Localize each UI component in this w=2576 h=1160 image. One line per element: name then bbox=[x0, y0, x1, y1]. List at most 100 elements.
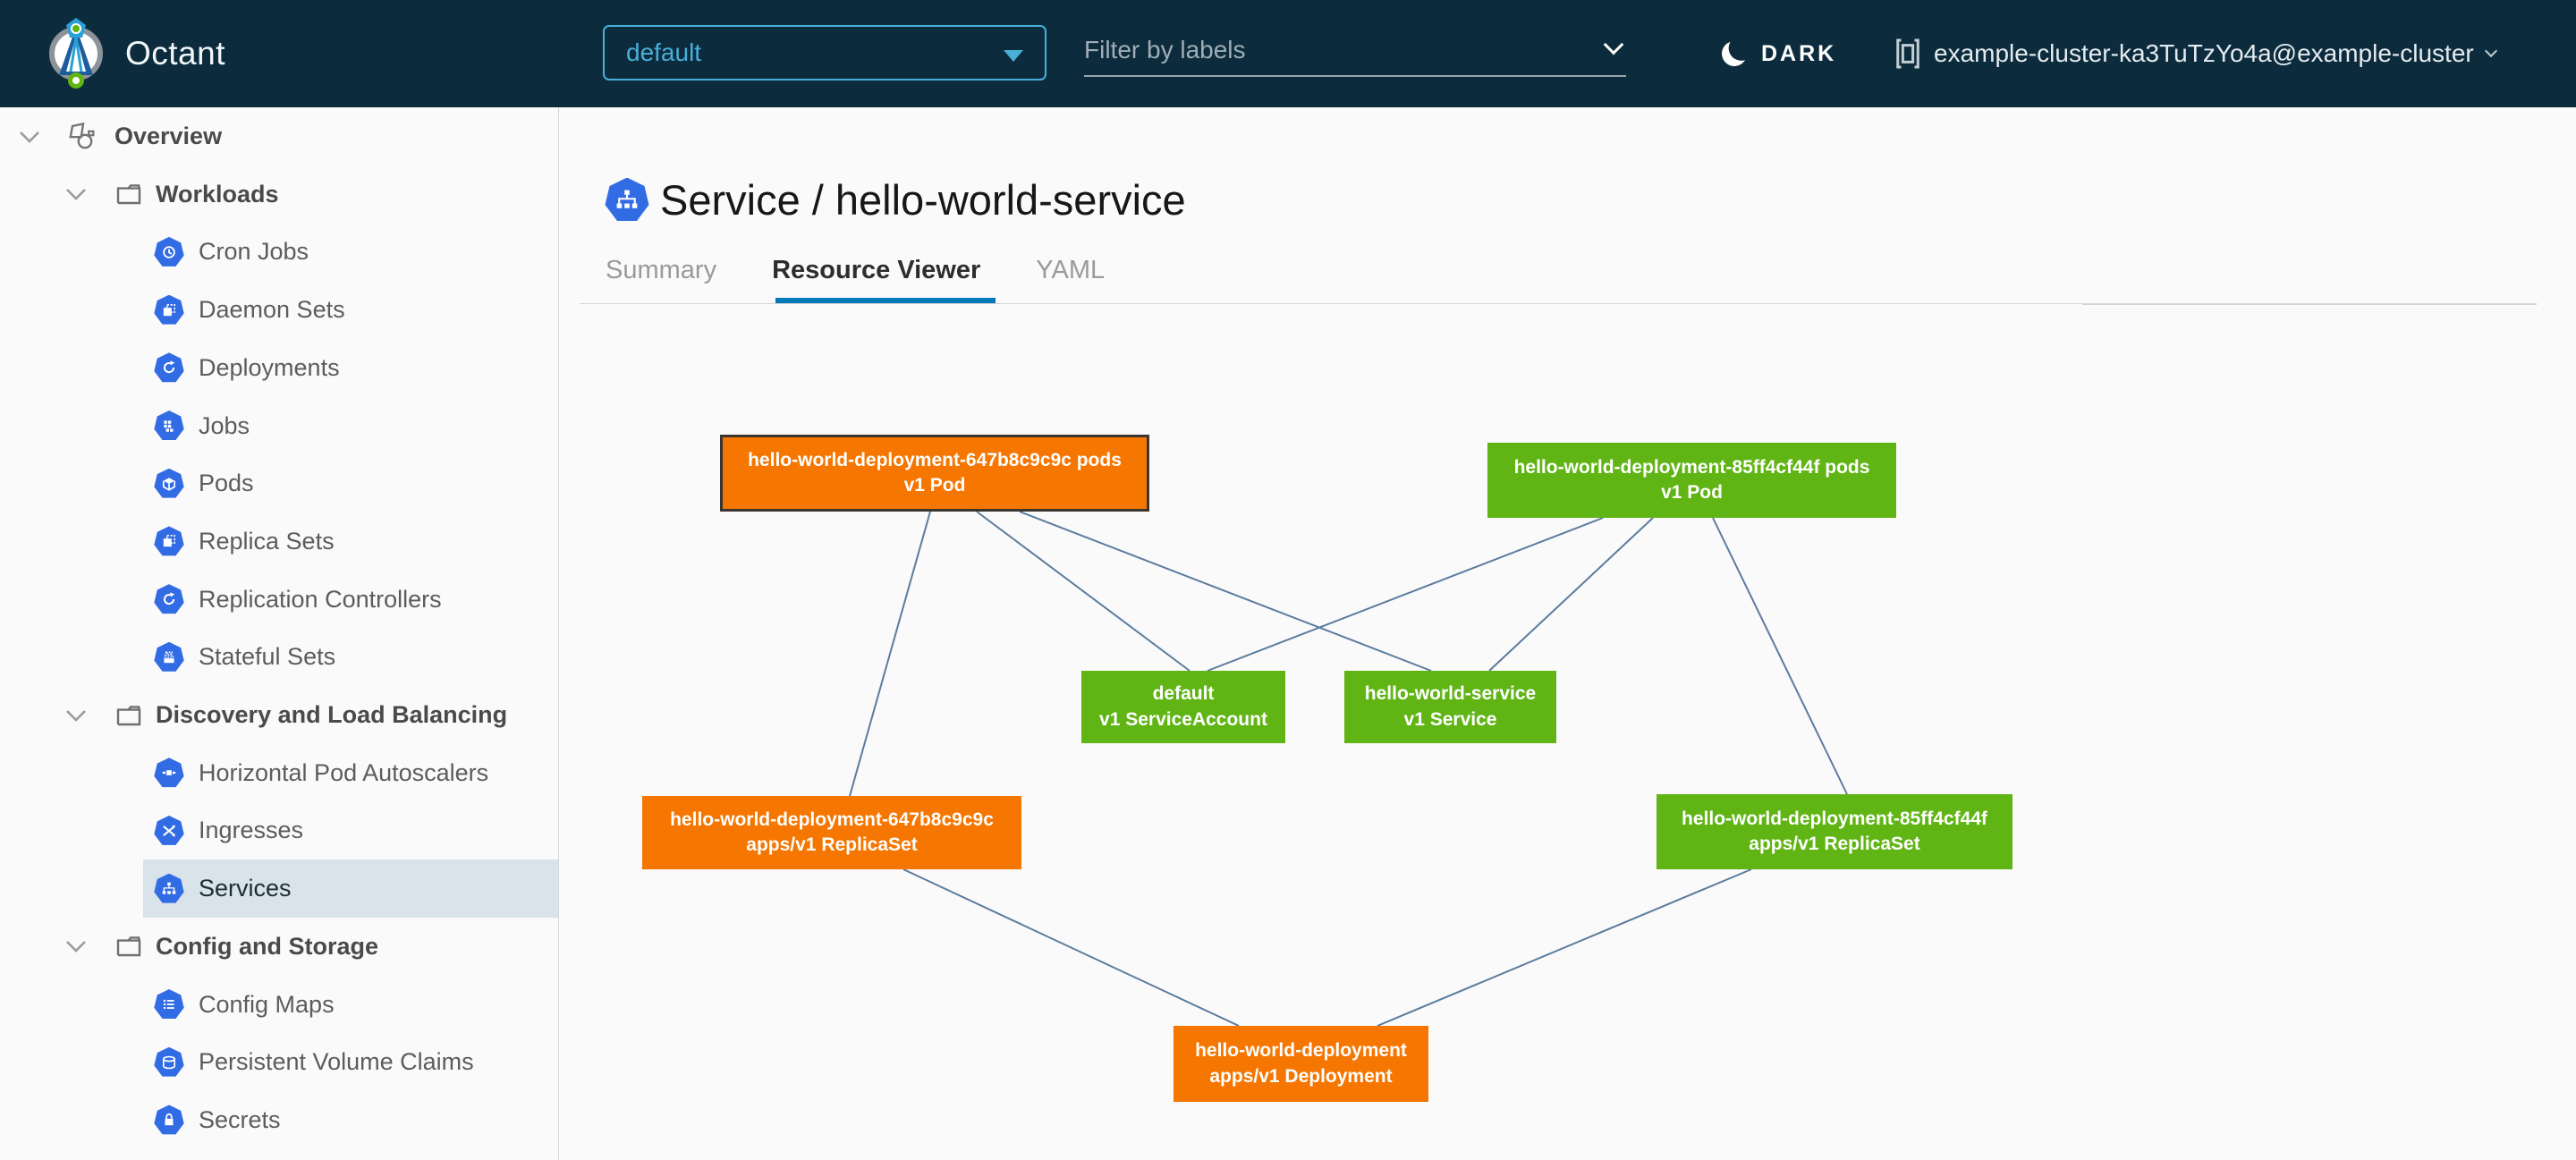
graph-edge bbox=[976, 511, 1191, 672]
sidebar-item-label: Discovery and Load Balancing bbox=[156, 701, 508, 728]
node-type: v1 Service bbox=[1403, 708, 1497, 730]
sidebar-item-label: Config Maps bbox=[199, 990, 335, 1018]
tab-resource-viewer[interactable]: Resource Viewer bbox=[772, 256, 981, 284]
node-name: default bbox=[1152, 683, 1215, 705]
sidebar-item-label: Horizontal Pod Autoscalers bbox=[199, 758, 489, 786]
chevron-down-icon[interactable] bbox=[64, 182, 88, 206]
sidebar-item-label: Deployments bbox=[199, 353, 340, 381]
graph-node-svc-hello[interactable]: hello-world-service v1 Service bbox=[1344, 671, 1556, 743]
dark-theme-label: DARK bbox=[1761, 40, 1837, 66]
node-name: hello-world-deployment-647b8c9c9c pods bbox=[748, 449, 1122, 470]
overview-icon bbox=[66, 122, 97, 152]
chevron-down-icon[interactable] bbox=[64, 935, 88, 958]
sidebar-item-overview[interactable]: Overview bbox=[0, 107, 558, 165]
node-type: apps/v1 ReplicaSet bbox=[1749, 834, 1920, 854]
sidebar-item-daemon-sets[interactable]: Daemon Sets bbox=[0, 281, 558, 339]
cluster-context-selector[interactable]: example-cluster-ka3TuTzYo4a@example-clus… bbox=[1894, 0, 2497, 107]
graph-edge bbox=[1207, 517, 1604, 672]
replication-controllers-icon bbox=[154, 584, 184, 614]
sidebar-item-label: Replica Sets bbox=[199, 527, 335, 555]
sidebar-item-config-maps[interactable]: Config Maps bbox=[0, 976, 558, 1034]
sidebar-item-label: Daemon Sets bbox=[199, 296, 345, 324]
sidebar-item-discovery-and-load-balancing[interactable]: Discovery and Load Balancing bbox=[0, 686, 558, 744]
chevron-down-icon[interactable] bbox=[64, 704, 88, 727]
sidebar-item-label: Persistent Volume Claims bbox=[199, 1048, 474, 1076]
node-name: hello-world-deployment-85ff4cf44f bbox=[1682, 808, 1987, 829]
node-type: apps/v1 ReplicaSet bbox=[746, 834, 918, 855]
graph-edge bbox=[849, 511, 931, 797]
namespace-select[interactable]: default bbox=[603, 25, 1046, 80]
label-filter-input[interactable]: Filter by labels bbox=[1084, 25, 1626, 77]
tab-summary[interactable]: Summary bbox=[606, 256, 717, 284]
folder-icon bbox=[114, 932, 143, 961]
graph-edge bbox=[1019, 511, 1432, 672]
cluster-context-label: example-cluster-ka3TuTzYo4a@example-clus… bbox=[1934, 39, 2474, 67]
sidebar-item-services[interactable]: Services bbox=[0, 859, 558, 919]
graph-node-pod-647[interactable]: hello-world-deployment-647b8c9c9c pods v1… bbox=[720, 435, 1149, 512]
moon-icon bbox=[1719, 38, 1750, 69]
graph-edge bbox=[1712, 517, 1848, 795]
services-icon bbox=[154, 873, 184, 903]
graph-edge bbox=[1377, 868, 1752, 1027]
sidebar-item-deployments[interactable]: Deployments bbox=[0, 339, 558, 397]
sidebar-item-cron-jobs[interactable]: Cron Jobs bbox=[0, 223, 558, 281]
node-type: apps/v1 Deployment bbox=[1209, 1065, 1393, 1087]
graph-edges bbox=[849, 511, 1848, 1027]
sidebar-item-ingresses[interactable]: Ingresses bbox=[0, 801, 558, 859]
cluster-icon bbox=[1896, 38, 1919, 69]
chevron-down-icon[interactable] bbox=[1603, 34, 1624, 55]
node-type: v1 Pod bbox=[903, 475, 966, 495]
tab-yaml[interactable]: YAML bbox=[1036, 256, 1106, 284]
stateful-sets-icon bbox=[154, 641, 184, 672]
dropdown-caret-icon bbox=[1004, 50, 1023, 62]
ingresses-icon bbox=[154, 815, 184, 845]
sidebar-item-persistent-volume-claims[interactable]: Persistent Volume Claims bbox=[0, 1033, 558, 1091]
graph-node-rs-85f[interactable]: hello-world-deployment-85ff4cf44f apps/v1… bbox=[1657, 794, 2012, 869]
sidebar-item-label: Services bbox=[199, 875, 292, 902]
jobs-icon bbox=[154, 411, 184, 440]
secrets-icon bbox=[154, 1105, 184, 1135]
node-name: hello-world-deployment bbox=[1195, 1040, 1407, 1062]
active-tab-underline bbox=[775, 298, 996, 304]
label-filter-placeholder: Filter by labels bbox=[1084, 36, 1246, 64]
sidebar-item-horizontal-pod-autoscalers[interactable]: Horizontal Pod Autoscalers bbox=[0, 744, 558, 802]
sidebar-item-replica-sets[interactable]: Replica Sets bbox=[0, 512, 558, 571]
service-icon bbox=[605, 177, 649, 221]
graph-node-rs-647[interactable]: hello-world-deployment-647b8c9c9c apps/v1… bbox=[642, 796, 1021, 869]
sidebar-item-replication-controllers[interactable]: Replication Controllers bbox=[0, 571, 558, 629]
node-type: v1 Pod bbox=[1661, 482, 1723, 503]
tab-bar: Summary Resource Viewer YAML bbox=[606, 256, 1105, 304]
sidebar-item-config-and-storage[interactable]: Config and Storage bbox=[0, 918, 558, 976]
chevron-down-icon[interactable] bbox=[18, 125, 41, 148]
folder-icon bbox=[114, 180, 143, 208]
app-title: Octant bbox=[125, 35, 225, 72]
page-title: Service / hello-world-service bbox=[660, 176, 1186, 224]
octant-logo bbox=[47, 16, 106, 91]
node-name: hello-world-deployment-647b8c9c9c bbox=[670, 809, 994, 830]
sidebar-item-workloads[interactable]: Workloads bbox=[0, 165, 558, 224]
node-name: hello-world-service bbox=[1364, 683, 1537, 705]
horizontal-pod-autoscalers-icon bbox=[154, 758, 184, 788]
sidebar-item-label: Pods bbox=[199, 470, 254, 497]
sidebar-item-pods[interactable]: Pods bbox=[0, 454, 558, 512]
sidebar-item-stateful-sets[interactable]: Stateful Sets bbox=[0, 628, 558, 686]
sidebar-item-secrets[interactable]: Secrets bbox=[0, 1091, 558, 1149]
graph-node-deploy[interactable]: hello-world-deployment apps/v1 Deployment bbox=[1174, 1026, 1428, 1102]
sidebar-item-jobs[interactable]: Jobs bbox=[0, 397, 558, 455]
sidebar-item-label: Stateful Sets bbox=[199, 643, 336, 671]
replica-sets-icon bbox=[154, 526, 184, 556]
dark-theme-toggle[interactable]: DARK bbox=[1722, 0, 1836, 107]
folder-icon bbox=[114, 701, 143, 730]
persistent-volume-claims-icon bbox=[154, 1046, 184, 1077]
app-header: Octant default Filter by labels DARK exa… bbox=[0, 0, 2576, 107]
sidebar-item-label: Ingresses bbox=[199, 817, 304, 844]
sidebar-item-label: Config and Storage bbox=[156, 932, 378, 960]
namespace-select-value: default bbox=[626, 38, 702, 66]
sidebar-item-label: Workloads bbox=[156, 180, 279, 207]
sidebar-item-label: Overview bbox=[114, 123, 223, 149]
sidebar-item-label: Replication Controllers bbox=[199, 585, 442, 613]
resource-graph: hello-world-deployment-647b8c9c9c pods v1… bbox=[559, 304, 2082, 1160]
